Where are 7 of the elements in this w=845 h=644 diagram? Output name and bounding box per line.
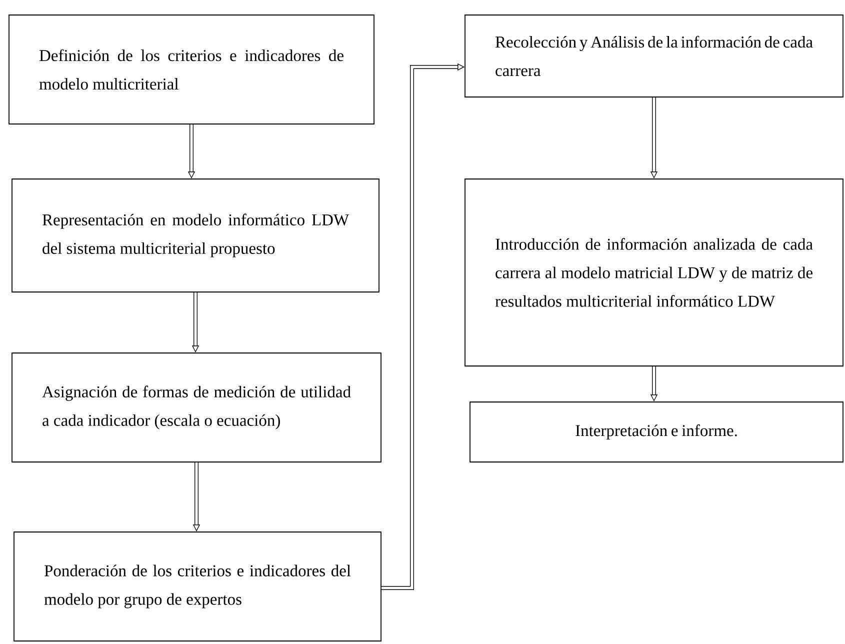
process-box: Recolección y Análisis de la información de cada carrera [464,14,844,98]
process-box: Representación en modelo informático LDW del sistema multicriterial propuesto [12,178,380,292]
process-box: Ponderación de los criterios e indicadores del modelo por grupo de expertos [14,532,382,642]
process-box: Asignación de formas de medición de utilidad a cada indicador (escala o ecuación) [12,352,382,462]
process-box: Introducción de información analizada de cada carrera al modelo matricial LDW y de matriz de resultados multicriterial informático LDW [464,178,844,366]
process-box: Definición de los criterios e indicadores de modelo multicriterial [8,14,374,124]
process-box: Interpretación e informe. [470,402,844,462]
